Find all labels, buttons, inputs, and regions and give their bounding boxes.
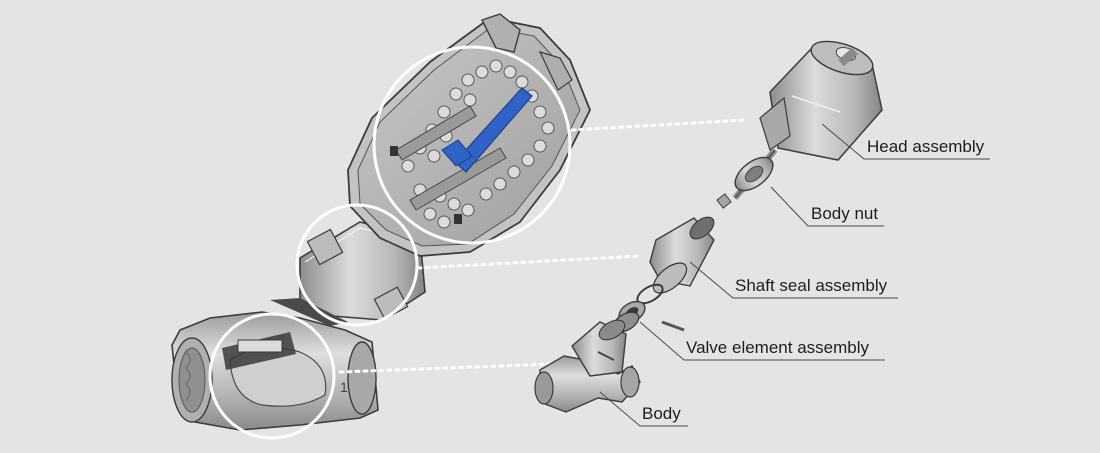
- leader-shaft-seal-assembly: [689, 261, 898, 299]
- connector-body: [338, 362, 554, 374]
- label-head-assembly: Head assembly: [867, 137, 985, 156]
- callouts: [599, 123, 990, 427]
- magnifier-ring-head: [372, 45, 572, 245]
- section-valve-body: 1: [171, 311, 379, 431]
- exploded-parts: [534, 40, 883, 413]
- callout-labels: Head assembly Body nut Shaft seal assemb…: [642, 137, 985, 423]
- part-body-nut: [716, 156, 774, 209]
- magnifier-rings: [208, 45, 572, 440]
- label-shaft-seal-assembly: Shaft seal assembly: [735, 276, 888, 295]
- magnifier-ring-body: [208, 312, 336, 440]
- part-body: [534, 319, 641, 413]
- leader-head-assembly: [821, 123, 990, 160]
- actuator-shaft: [454, 87, 533, 173]
- leader-body: [599, 391, 688, 427]
- label-body-nut: Body nut: [811, 204, 878, 223]
- connector-dotted-lines: [338, 118, 747, 374]
- assembled-valve-section: 1: [171, 13, 747, 440]
- magnifier-ring-shaft-seal: [295, 203, 419, 327]
- connector-head: [570, 118, 747, 132]
- connector-shaft-seal: [416, 254, 642, 270]
- section-actuator-head: [347, 13, 591, 257]
- body-marking: 1: [340, 379, 348, 395]
- label-valve-element-assembly: Valve element assembly: [686, 338, 869, 357]
- leader-valve-element-assembly: [639, 321, 885, 361]
- label-body: Body: [642, 404, 681, 423]
- leader-body-nut: [770, 186, 884, 227]
